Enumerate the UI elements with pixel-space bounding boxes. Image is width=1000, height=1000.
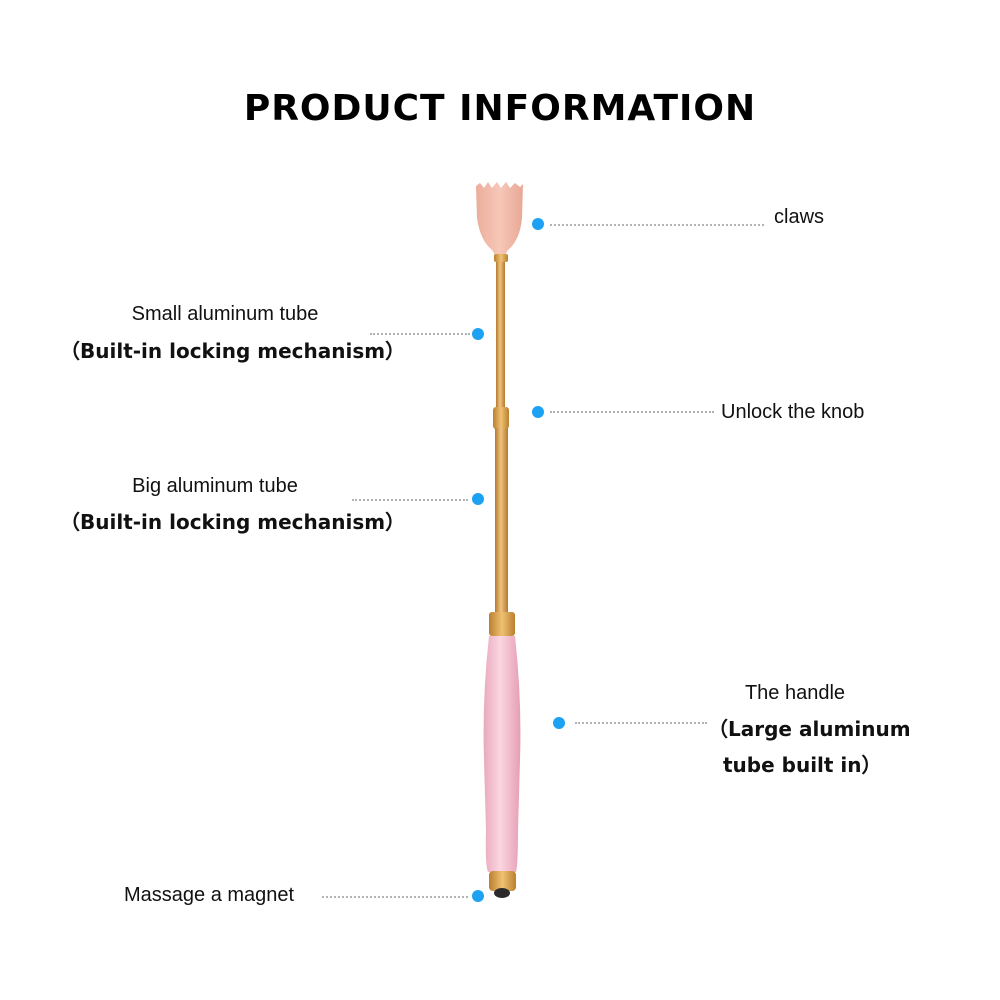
unlock-knob [493,407,509,429]
label-big-tube: Big aluminum tube [132,475,298,497]
callout-dot-small-tube [472,328,484,340]
handle-bottom-cap [489,871,516,891]
label-handle-note-2: tube built in） [723,753,882,777]
leader-knob [550,411,714,413]
label-claws: claws [774,206,825,228]
label-small-tube: Small aluminum tube [131,303,319,325]
leader-claws [550,224,764,226]
label-small-tube-note: （Built-in locking mechanism） [60,339,406,363]
leader-small-tube [370,333,470,335]
massage-magnet [494,888,510,898]
callout-dot-handle [553,717,565,729]
label-knob: Unlock the knob [721,401,865,423]
leader-big-tube [352,499,468,501]
callout-dot-claws [532,218,544,230]
claw-head [476,182,523,262]
callout-dot-knob [532,406,544,418]
label-handle: The handle [744,682,846,704]
label-big-tube-note: （Built-in locking mechanism） [60,510,406,534]
callout-dot-big-tube [472,493,484,505]
handle-top-cap [489,612,515,636]
big-aluminum-tube [495,428,508,614]
label-magnet: Massage a magnet [124,884,295,906]
page-title: PRODUCT INFORMATION [243,88,757,129]
label-handle-note-1: （Large aluminum [708,717,911,741]
leader-handle [575,722,707,724]
pink-handle [483,636,521,872]
callout-dot-magnet [472,890,484,902]
leader-magnet [322,896,468,898]
small-aluminum-tube [496,262,505,410]
